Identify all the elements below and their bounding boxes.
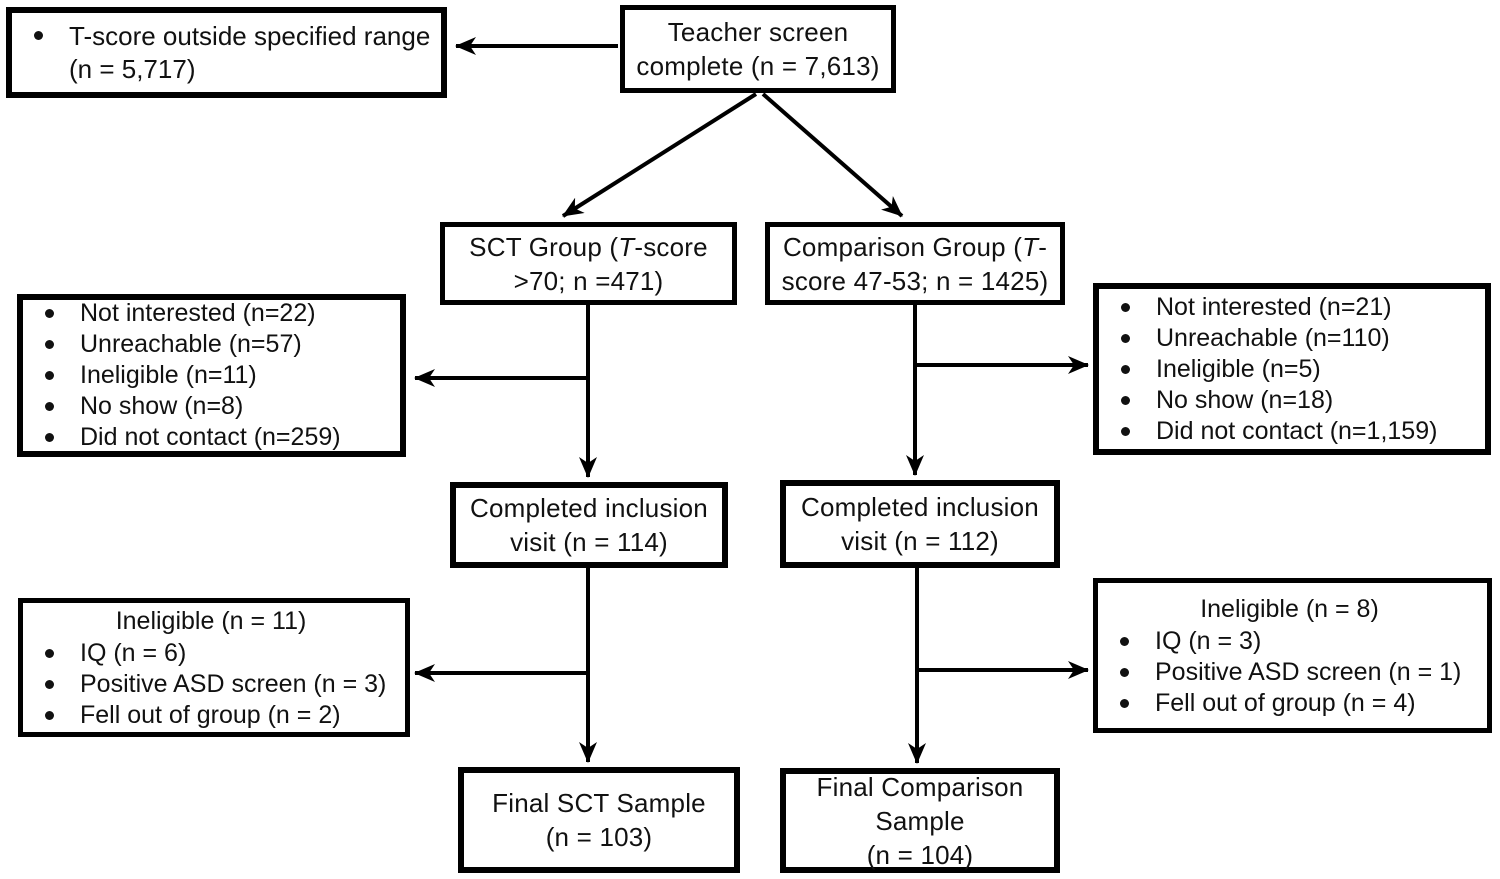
bullet-item: T-score outside specified range(n = 5,71…	[26, 20, 435, 86]
bullet-item: Not interested (n=22)	[37, 298, 394, 329]
bullet-dot-icon	[45, 648, 54, 658]
bullet-text: T-score outside specified range(n = 5,71…	[69, 20, 431, 84]
text-line: Sample	[875, 805, 965, 836]
bullet-text: Unreachable (n=57)	[80, 330, 302, 358]
bullet-text: Not interested (n=21)	[1156, 292, 1392, 321]
bullet-item: Positive ASD screen (n = 3)	[37, 669, 399, 700]
bullet-item: Unreachable (n=57)	[37, 329, 394, 360]
bullet-dot-icon	[1120, 636, 1129, 646]
comparison-ineligible-title: Ineligible (n = 8)	[1200, 594, 1379, 623]
bullet-item: Ineligible (n=5)	[1113, 354, 1479, 385]
bullet-dot-icon	[45, 309, 54, 318]
bullet-item: Did not contact (n=259)	[37, 422, 394, 453]
sct-ineligible-items: IQ (n = 6)Positive ASD screen (n = 3)Fel…	[37, 638, 399, 731]
comparison-ineligible-items: IQ (n = 3)Positive ASD screen (n = 1)Fel…	[1112, 626, 1481, 719]
bullet-text: IQ (n = 6)	[80, 638, 187, 667]
bullet-item: Ineligible (n=11)	[37, 360, 394, 391]
bullet-text: Ineligible (n=11)	[80, 361, 257, 389]
text-line: visit (n = 114)	[510, 527, 668, 557]
bullet-dot-icon	[45, 433, 54, 442]
bullet-dot-icon	[1121, 333, 1130, 343]
arrow-screen-to-comparison-group	[761, 92, 904, 218]
text-line: Completed inclusion	[470, 493, 708, 523]
bullet-item: IQ (n = 6)	[37, 638, 399, 669]
teacher-screen-box: Teacher screen complete (n = 7,613)	[620, 5, 896, 93]
comparison-group-box: Comparison Group (T-score 47-53; n = 142…	[765, 222, 1065, 305]
sct-completed-visit-box: Completed inclusion visit (n = 114)	[450, 482, 728, 568]
bullet-dot-icon	[45, 710, 54, 720]
bullet-dot-icon	[1120, 698, 1129, 708]
arrow-screen-to-sct-group	[561, 92, 758, 218]
bullet-dot-icon	[45, 340, 54, 349]
bullet-item: Did not contact (n=1,159)	[1113, 416, 1479, 447]
text-line: Comparison Group (T-	[782, 231, 1048, 262]
bullet-dot-icon	[45, 402, 54, 411]
bullet-item: No show (n=8)	[37, 391, 394, 422]
text-line: Final Comparison	[816, 771, 1024, 802]
comparison-exclusions-box: Not interested (n=21)Unreachable (n=110)…	[1093, 283, 1491, 455]
comparison-completed-visit-box: Completed inclusion visit (n = 112)	[780, 480, 1060, 568]
bullet-dot-icon	[1121, 364, 1130, 374]
bullet-item: Unreachable (n=110)	[1113, 323, 1479, 354]
text-line: (n = 103)	[545, 822, 653, 852]
bullet-text: Did not contact (n=1,159)	[1156, 416, 1438, 445]
text-line: Teacher screen	[667, 17, 849, 47]
bullet-dot-icon	[1121, 302, 1130, 312]
text-line: (n = 104)	[866, 839, 974, 870]
bullet-text: Positive ASD screen (n = 3)	[80, 669, 387, 698]
bullet-text: No show (n=8)	[80, 392, 244, 420]
text-line: >70; n =471)	[513, 265, 664, 296]
text-line: Completed inclusion	[801, 492, 1039, 522]
bullet-item: IQ (n = 3)	[1112, 626, 1481, 657]
bullet-text: Unreachable (n=110)	[1156, 323, 1390, 352]
bullet-text: Fell out of group (n = 4)	[1155, 688, 1416, 717]
bullet-text: Did not contact (n=259)	[80, 423, 341, 451]
bullet-text: Fell out of group (n = 2)	[80, 700, 341, 729]
bullet-item: Positive ASD screen (n = 1)	[1112, 657, 1481, 688]
bullet-text: Positive ASD screen (n = 1)	[1155, 657, 1462, 686]
sct-ineligible-title: Ineligible (n = 11)	[115, 606, 307, 635]
bullet-item: No show (n=18)	[1113, 385, 1479, 416]
bullet-item: Not interested (n=21)	[1113, 292, 1479, 323]
bullet-dot-icon	[45, 679, 54, 689]
bullet-text: No show (n=18)	[1156, 385, 1334, 414]
comparison-ineligible-box: Ineligible (n = 8) IQ (n = 3)Positive AS…	[1093, 578, 1492, 733]
bullet-dot-icon	[34, 30, 43, 40]
bullet-text: Not interested (n=22)	[80, 299, 316, 327]
final-sct-sample-box: Final SCT Sample (n = 103)	[458, 767, 740, 873]
text-line: visit (n = 112)	[841, 526, 999, 556]
sct-group-box: SCT Group (T-score>70; n =471)	[440, 222, 737, 305]
bullet-item: Fell out of group (n = 2)	[37, 700, 399, 731]
bullet-text: Ineligible (n=5)	[1156, 354, 1321, 383]
bullet-dot-icon	[45, 371, 54, 380]
text-line: score 47-53; n = 1425)	[781, 265, 1049, 296]
bullet-dot-icon	[1121, 395, 1130, 405]
text-line: Final SCT Sample	[492, 788, 706, 818]
sct-ineligible-box: Ineligible (n = 11) IQ (n = 6)Positive A…	[18, 598, 410, 737]
bullet-dot-icon	[1121, 426, 1130, 436]
text-line: complete (n = 7,613)	[636, 51, 880, 81]
bullet-dot-icon	[1120, 667, 1129, 677]
text-line: SCT Group (T-score	[469, 231, 708, 262]
excluded-screen-box: T-score outside specified range(n = 5,71…	[6, 7, 447, 98]
bullet-item: Fell out of group (n = 4)	[1112, 688, 1481, 719]
sct-exclusions-box: Not interested (n=22) Unreachable (n=57) I…	[17, 294, 406, 457]
bullet-text: IQ (n = 3)	[1155, 626, 1262, 655]
